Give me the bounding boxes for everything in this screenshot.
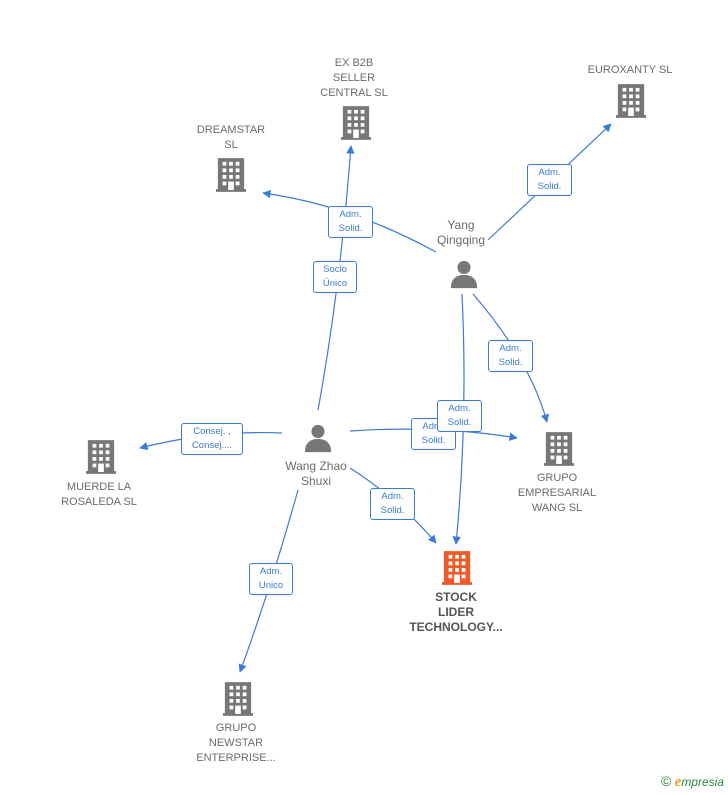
node-label-muerde[interactable]: MUERDE LA ROSALEDA SL [61,481,137,508]
building-icon[interactable] [616,84,646,118]
edge-label-wang-newstar[interactable]: Adm. Unico [249,563,293,595]
edges [139,123,612,673]
building-icon[interactable] [216,158,246,192]
edge-label-wang-exb2b[interactable]: Socio Único [313,261,357,293]
building-icon[interactable] [544,432,574,466]
empresia-logo: © empresia [661,773,724,791]
person-icon[interactable] [450,260,478,289]
copyright-icon: © [660,773,672,789]
node-label-newstar[interactable]: GRUPO NEWSTAR ENTERPRISE... [196,722,276,764]
brand-initial: e [674,774,682,790]
building-icon[interactable] [223,682,253,716]
edge-label-yang-stock[interactable]: Adm. Solid. [437,400,482,432]
node-label-stock-lider[interactable]: STOCK LIDER TECHNOLOGY... [409,590,503,634]
edge-label-wang-muerde[interactable]: Consej. , Consej.... [181,423,243,455]
node-label-grupo-wang[interactable]: GRUPO EMPRESARIAL WANG SL [517,472,597,514]
node-label-ex-b2b[interactable]: EX B2B SELLER CENTRAL SL [320,57,388,99]
building-icon[interactable] [442,551,472,585]
edge-label-yang-grupo-wang[interactable]: Adm. Solid. [488,340,533,372]
edge-label-yang-euroxanty[interactable]: Adm. Solid. [527,164,572,196]
node-label-euroxanty[interactable]: EUROXANTY SL [587,64,673,76]
building-icon[interactable] [86,440,116,474]
node-label-wang-zhao-shuxi[interactable]: Wang Zhao Shuxi [285,459,347,488]
edge-label-wang-stock[interactable]: Adm. Solid. [370,488,415,520]
edge-label-yang-dreamstar[interactable]: Adm. Solid. [328,206,373,238]
brand-name: mpresia [681,775,724,789]
node-label-dreamstar[interactable]: DREAMSTAR SL [196,124,266,151]
person-icon[interactable] [304,424,332,453]
building-icon[interactable] [341,106,371,140]
node-label-yang-qingqing[interactable]: Yang Qingqing [436,218,486,247]
